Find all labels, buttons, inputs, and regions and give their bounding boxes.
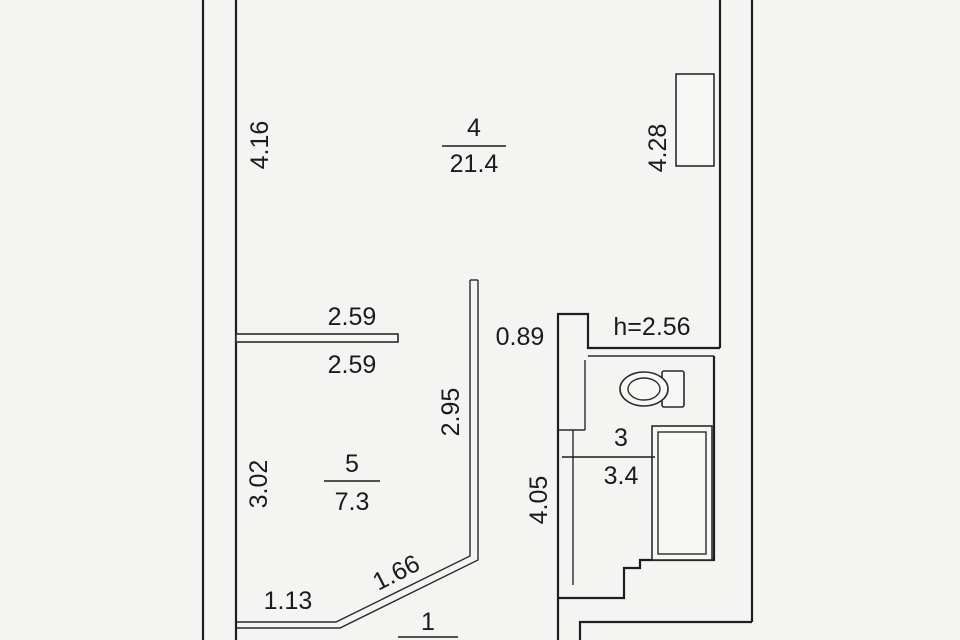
dim-corridor: 1.13	[264, 587, 313, 615]
dim-room4-left: 4.16	[246, 121, 274, 170]
dim-room5-right: 2.95	[437, 388, 465, 437]
dim-bathroom-top: 0.89	[496, 323, 545, 351]
dim-room5-left: 3.02	[245, 460, 273, 509]
room-4-label: 4 21.4	[442, 114, 506, 178]
room-4-number: 4	[467, 114, 481, 142]
ceiling-height: h=2.56	[613, 313, 690, 341]
room-1-label: 1	[398, 608, 458, 638]
dim-bathroom-side: 4.05	[525, 476, 553, 525]
radiator	[675, 73, 715, 167]
bathtub	[651, 425, 713, 561]
toilet	[619, 370, 685, 408]
room5-right-wall	[236, 279, 479, 629]
dim-partition-top: 2.59	[328, 303, 377, 331]
room-5-number: 5	[345, 450, 359, 478]
room-5-label: 5 7.3	[324, 450, 380, 516]
room-3-number: 3	[614, 424, 628, 452]
bathroom-walls	[556, 312, 720, 640]
room-5-area: 7.3	[335, 488, 370, 516]
room-3-label: 3 3.4	[562, 424, 655, 490]
outer-walls	[201, 0, 754, 640]
dim-room4-right: 4.28	[644, 124, 672, 173]
partition-wall	[235, 333, 399, 343]
room-1-number: 1	[421, 608, 435, 636]
room-4-area: 21.4	[450, 150, 499, 178]
dim-partition-bottom: 2.59	[328, 351, 377, 379]
room-3-area: 3.4	[604, 462, 639, 490]
dim-diagonal: 1.66	[368, 549, 424, 596]
